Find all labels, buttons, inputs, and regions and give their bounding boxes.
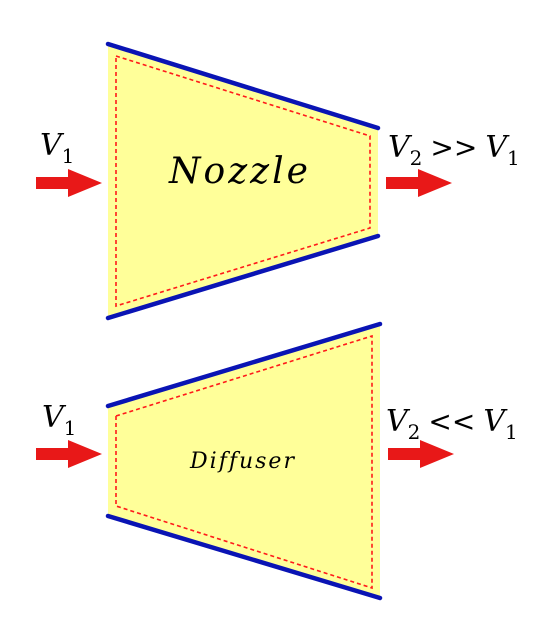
diffuser-bottom-wall (105, 513, 383, 601)
nozzle-inlet-velocity: V1 (40, 128, 74, 168)
diffuser-body (108, 324, 380, 598)
diffuser-outlet-arrow (388, 440, 454, 468)
nozzle-inlet-arrow (36, 169, 102, 197)
diffuser-label: Diffuser (189, 449, 296, 474)
diffuser-group: Diffuser V1 V2<<V1 (36, 321, 518, 601)
nozzle-bottom-wall (105, 233, 381, 321)
diffuser-top-wall (105, 321, 383, 409)
nozzle-outlet-arrow (386, 169, 452, 197)
diffuser-control-volume (115, 334, 373, 590)
nozzle-top-wall (105, 41, 381, 131)
nozzle-label: Nozzle (168, 151, 311, 192)
nozzle-outlet-velocity: V2>>V1 (388, 130, 520, 170)
nozzle-control-volume (115, 54, 371, 308)
nozzle-group: Nozzle V1 V2>>V1 (36, 41, 520, 321)
diffuser-inlet-velocity: V1 (42, 400, 76, 440)
diffuser-inlet-arrow (36, 440, 102, 468)
nozzle-body (108, 44, 378, 318)
diffuser-outlet-velocity: V2<<V1 (386, 404, 518, 444)
